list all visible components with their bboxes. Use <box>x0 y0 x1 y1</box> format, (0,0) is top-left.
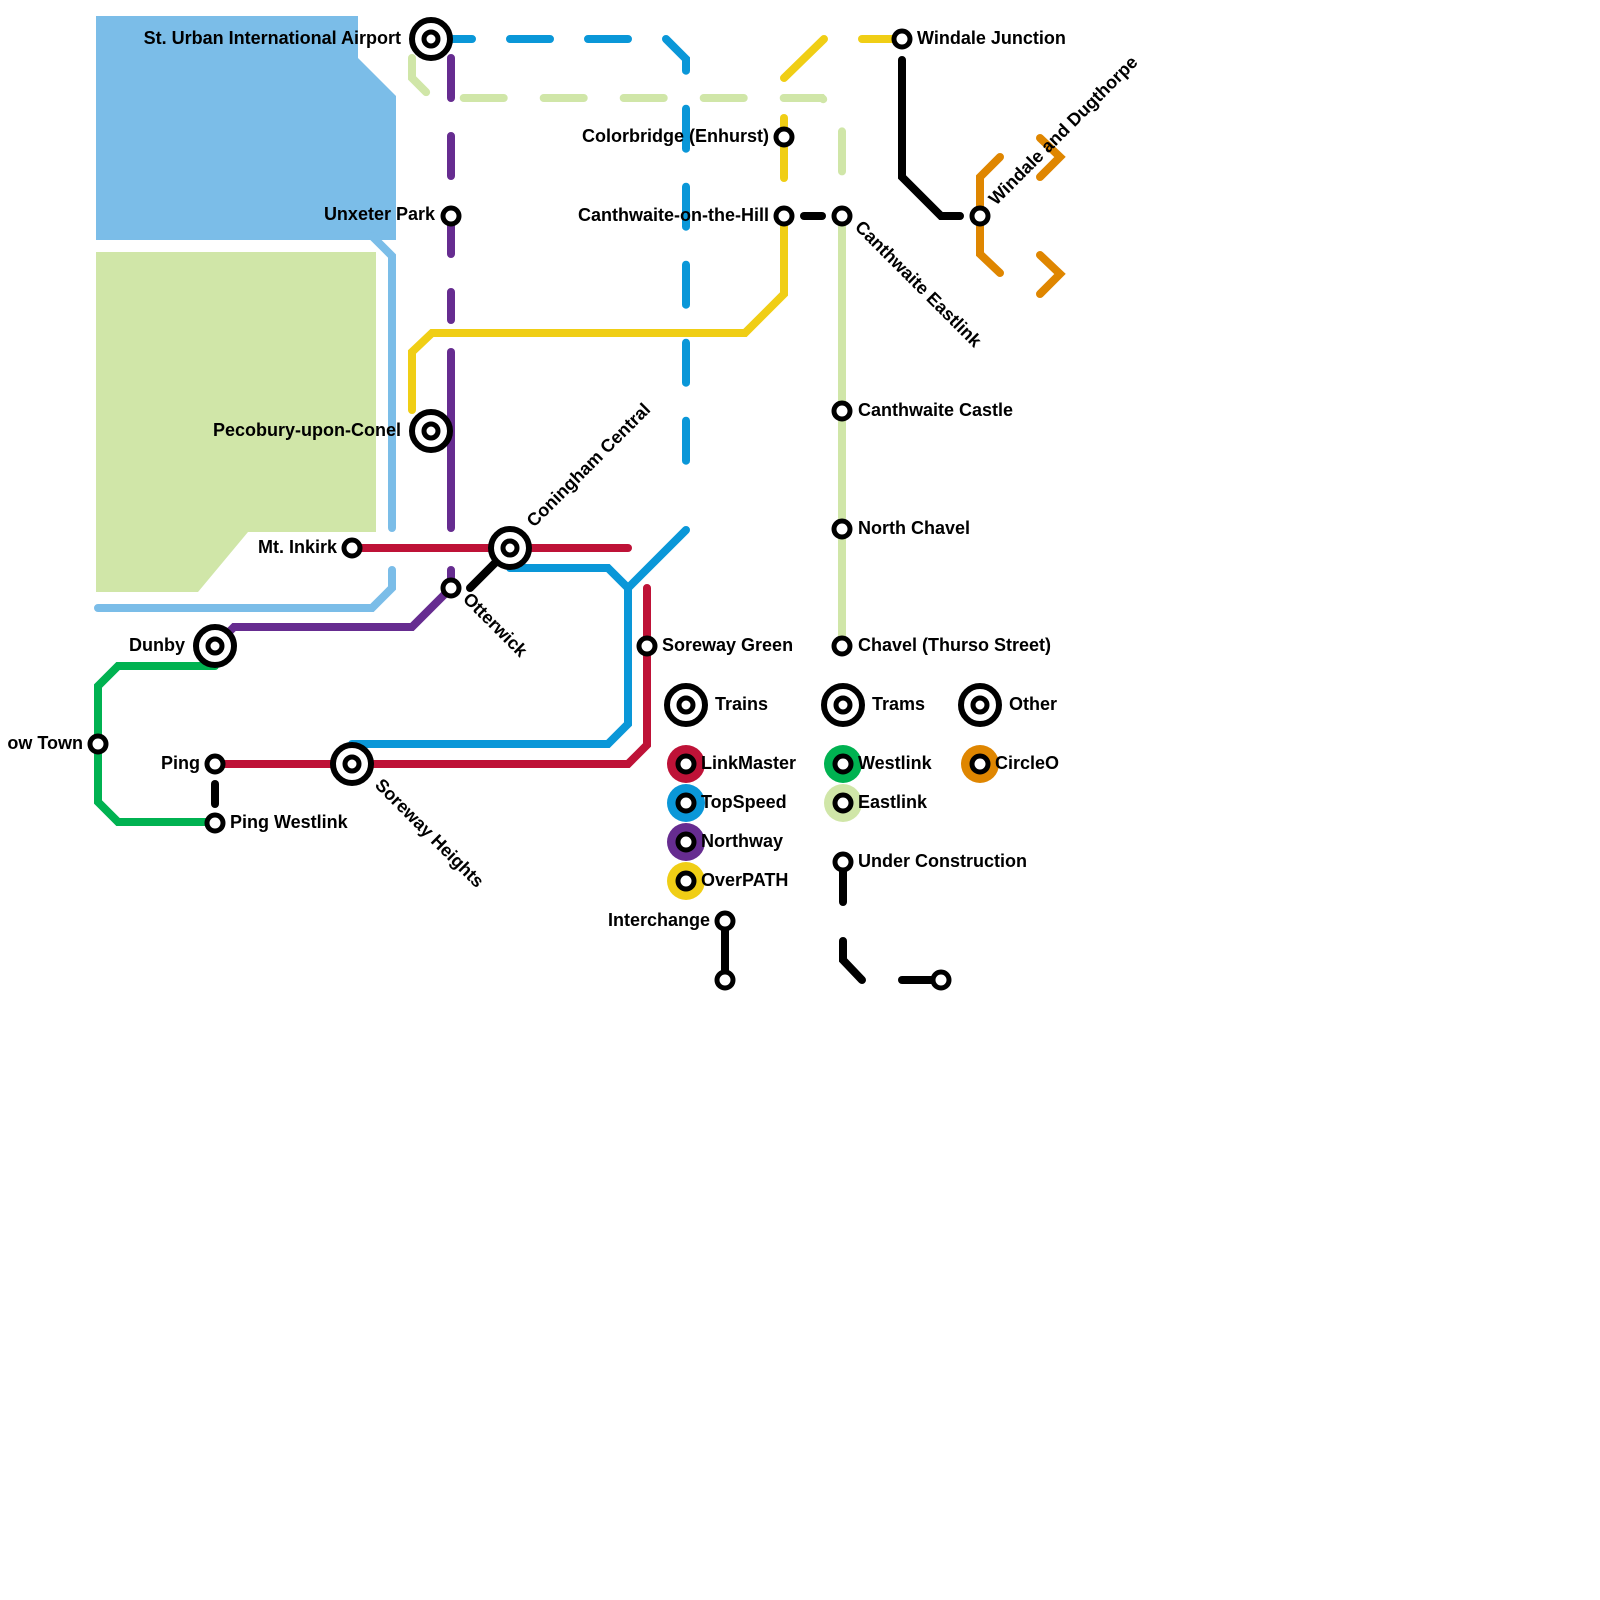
circleo-chevron-2 <box>1036 251 1066 298</box>
lightblue-line <box>368 232 396 532</box>
station-north-chavel[interactable] <box>831 518 853 540</box>
legend-westlink: Westlink <box>824 745 933 783</box>
westlink-line <box>94 662 219 826</box>
station-soreway-heights[interactable] <box>330 742 374 786</box>
station-chavel-thurso[interactable] <box>831 635 853 657</box>
station-label: Ping Westlink <box>230 812 349 832</box>
interchange-link-windale <box>898 56 964 220</box>
legend-label: Northway <box>701 831 783 851</box>
station-st-urban[interactable] <box>409 17 453 61</box>
legend-label: Westlink <box>858 753 933 773</box>
station-label: Otterwick <box>459 589 532 662</box>
topspeed-line-dashed <box>428 35 690 474</box>
station-label: Soreway Heights <box>371 775 488 892</box>
legend-label: Under Construction <box>858 851 1027 871</box>
station-canthwaite-hill[interactable] <box>773 205 795 227</box>
legend-interchange: Interchange <box>608 910 736 991</box>
legend-linkmaster: LinkMaster <box>667 745 796 783</box>
linkmaster-line-lower <box>211 584 651 768</box>
interchange-link-otterwick <box>466 558 500 592</box>
station-canthwaite-eastlink[interactable] <box>831 205 853 227</box>
topspeed-line-branch <box>506 564 632 592</box>
legend-northway: Northway <box>667 823 783 861</box>
station-label: St. Urban International Airport <box>144 28 401 48</box>
legend-label: Trams <box>872 694 925 714</box>
station-label: Windale and Dugthorpe <box>985 52 1142 209</box>
station-label: Colorbridge (Enhurst) <box>582 126 769 146</box>
station-label: Windale Junction <box>917 28 1066 48</box>
station-label: Dunby <box>129 635 185 655</box>
legend-eastlink: Eastlink <box>824 784 928 822</box>
topspeed-line <box>348 526 690 748</box>
legend-label: Trains <box>715 694 768 714</box>
station-label: Canthwaite Castle <box>858 400 1013 420</box>
station-dunby[interactable] <box>193 624 237 668</box>
station-label: North Chavel <box>858 518 970 538</box>
legend-label: OverPATH <box>701 870 788 890</box>
station-mt-inkirk[interactable] <box>341 537 363 559</box>
legend-label: TopSpeed <box>701 792 787 812</box>
overpath-line <box>408 212 788 414</box>
legend-mode-trams: Trams <box>821 683 925 727</box>
station-canthwaite-castle[interactable] <box>831 400 853 422</box>
station-label: Soreway Green <box>662 635 793 655</box>
legend-label: CircleO <box>995 753 1059 773</box>
station-otterwick[interactable] <box>440 577 462 599</box>
station-label: Coningham Central <box>523 399 655 531</box>
legend-topspeed: TopSpeed <box>667 784 787 822</box>
legend-label: Interchange <box>608 910 710 930</box>
station-ow-town[interactable] <box>87 733 109 755</box>
station-colorbridge[interactable] <box>773 126 795 148</box>
water-area <box>96 16 396 240</box>
station-soreway-green[interactable] <box>636 635 658 657</box>
station-label: Unxeter Park <box>324 204 436 224</box>
legend-label: LinkMaster <box>701 753 796 773</box>
station-label: ow Town <box>7 733 83 753</box>
station-label: Canthwaite Eastlink <box>851 217 986 352</box>
station-label: Chavel (Thurso Street) <box>858 635 1051 655</box>
legend-label: Other <box>1009 694 1057 714</box>
station-label: Canthwaite-on-the-Hill <box>578 205 769 225</box>
eastlink-line-dashed <box>408 54 846 182</box>
lightblue-line-lower <box>94 566 396 612</box>
station-ping-westlink[interactable] <box>204 812 226 834</box>
station-label: Mt. Inkirk <box>258 537 338 557</box>
legend-mode-trains: Trains <box>664 683 768 727</box>
legend-mode-other: Other <box>958 683 1057 727</box>
overpath-line-diag <box>780 35 828 82</box>
station-pecobury[interactable] <box>409 409 453 453</box>
station-label: Ping <box>161 753 200 773</box>
legend-circleo: CircleO <box>961 745 1059 783</box>
legend-under-construction: Under Construction <box>832 851 1027 991</box>
station-coningham[interactable] <box>488 526 532 570</box>
station-label: Pecobury-upon-Conel <box>213 420 401 440</box>
legend-overpath: OverPATH <box>667 862 788 900</box>
station-unxeter[interactable] <box>440 205 462 227</box>
station-ping[interactable] <box>204 753 226 775</box>
legend-label: Eastlink <box>858 792 928 812</box>
station-windale-dugthorpe[interactable] <box>969 205 991 227</box>
station-windale-junction[interactable] <box>891 28 913 50</box>
park-area <box>96 252 376 592</box>
circleo-chevron-1 <box>1036 134 1066 181</box>
